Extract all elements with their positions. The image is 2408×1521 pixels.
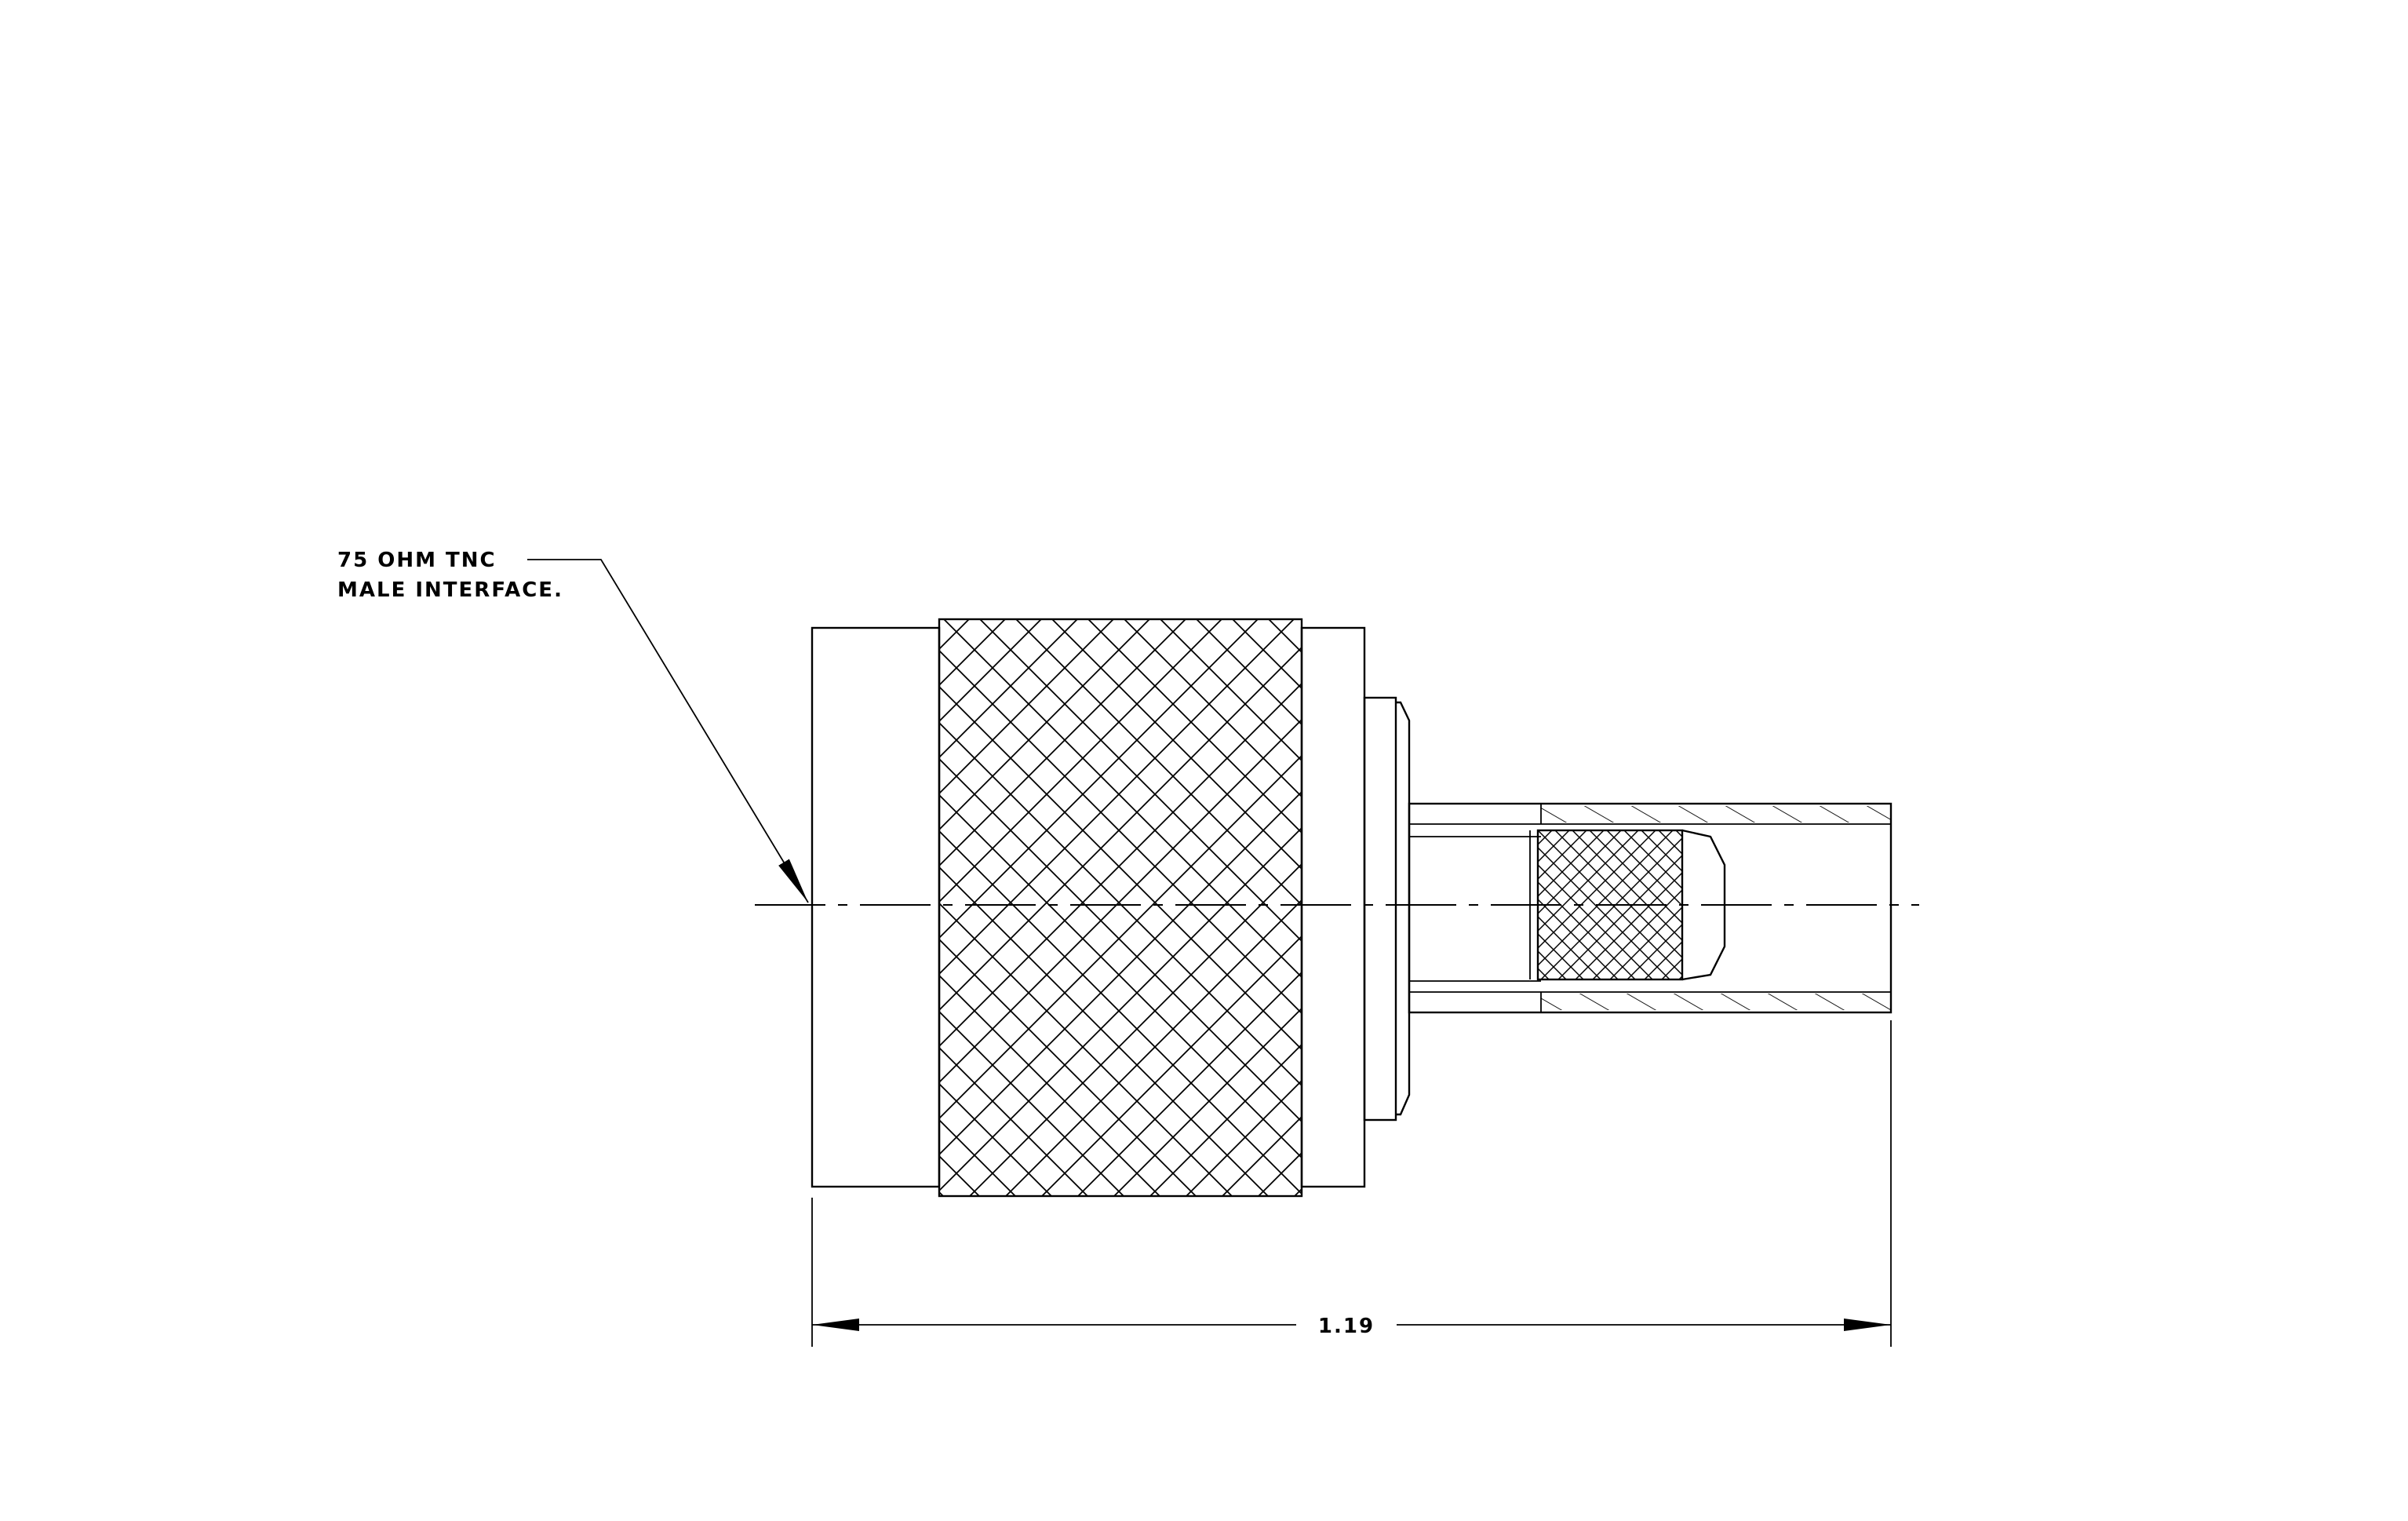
callout-leader: [527, 559, 809, 903]
callout-text-line1: 75 OHM TNC: [337, 549, 497, 572]
interface-nose: [811, 626, 941, 1188]
crimp-ferrule: [1408, 802, 1893, 1014]
dimension-label: 1.19: [1318, 1315, 1375, 1338]
callout-text-line2: MALE INTERFACE.: [337, 578, 563, 602]
flange: [1363, 696, 1411, 1122]
rear-collar: [1300, 626, 1366, 1188]
coupling-nut: [938, 618, 1303, 1198]
